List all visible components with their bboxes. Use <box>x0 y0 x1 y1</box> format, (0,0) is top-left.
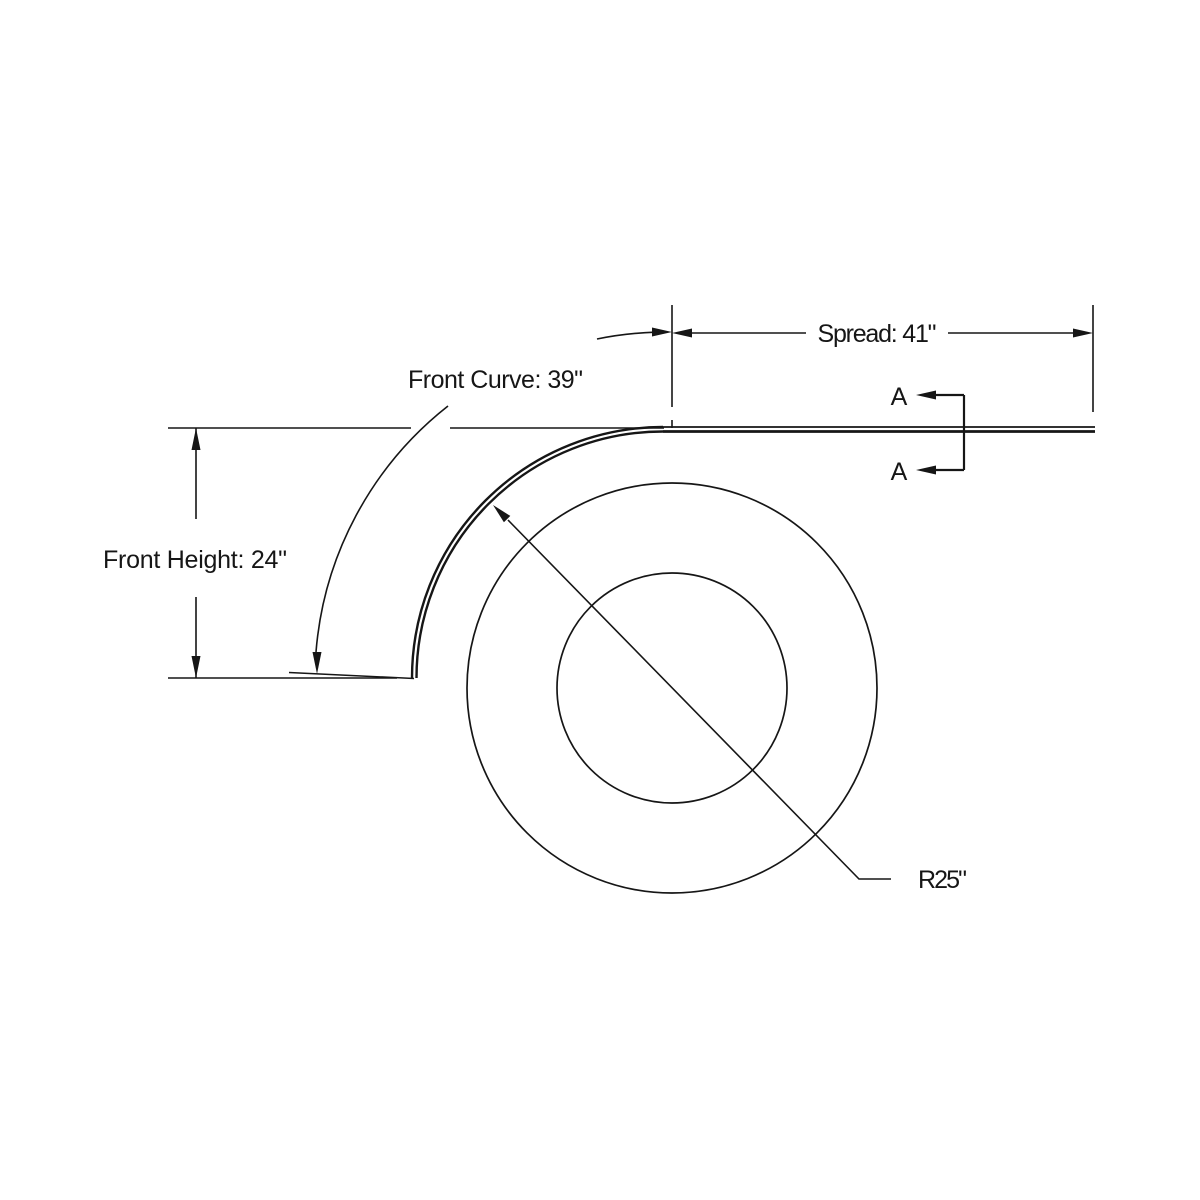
fender-bottom-edge-line <box>288 671 415 680</box>
spread-label: Spread: 41" <box>818 320 937 348</box>
wheel-inner-circle <box>556 572 788 804</box>
front-height-arrow-down-icon <box>191 656 201 678</box>
wheel <box>466 482 878 894</box>
fender-profile <box>288 425 1095 680</box>
front-curve-arc-upper <box>596 331 656 340</box>
front-curve-label: Front Curve: 39" <box>408 366 583 394</box>
section-label-top: A <box>891 383 908 411</box>
front-height-label: Front Height: 24" <box>103 546 287 574</box>
section-label-bottom: A <box>891 458 908 486</box>
section-aa-marker: A A <box>891 383 966 486</box>
spread-arrow-right-icon <box>1073 328 1093 338</box>
front-curve-arc-lower <box>315 405 449 653</box>
fender-curve-outer-line <box>410 425 664 679</box>
radius-leader-line <box>507 519 891 880</box>
spread-dimension: Spread: 41" <box>671 305 1094 428</box>
section-arrow-bottom-icon <box>916 465 936 475</box>
front-curve-arrow-right-icon <box>652 327 672 337</box>
tire-outer-circle <box>466 482 878 894</box>
spread-arrow-left-icon <box>672 328 692 338</box>
section-arrow-top-icon <box>916 390 936 400</box>
front-curve-dimension: Front Curve: 39" <box>312 327 672 674</box>
front-height-arrow-up-icon <box>191 428 201 450</box>
radius-label: R25" <box>918 866 967 894</box>
front-height-dimension: Front Height: 24" <box>103 427 664 679</box>
fender-curve-inner-line <box>415 430 664 679</box>
front-curve-arrow-down-icon <box>312 652 322 674</box>
radius-arrow-icon <box>493 505 511 523</box>
radius-leader: R25" <box>493 505 967 894</box>
